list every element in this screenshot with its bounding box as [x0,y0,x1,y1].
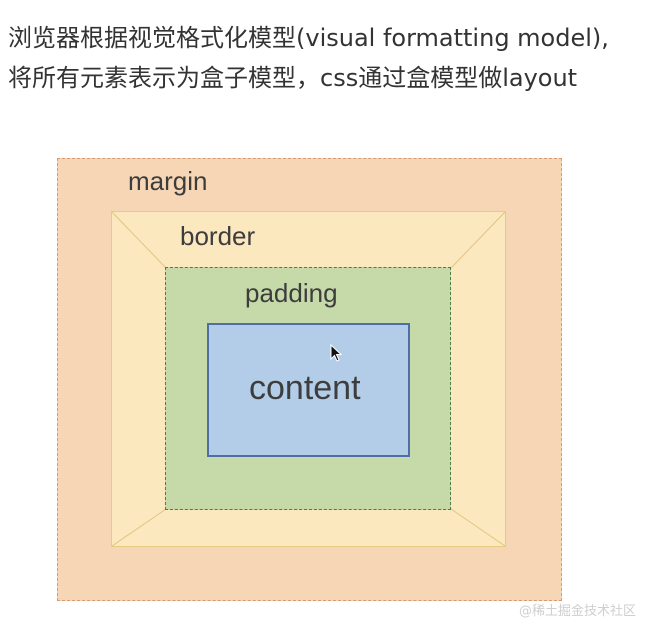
content-area [207,323,410,457]
intro-line-2: 将所有元素表示为盒子模型，css通过盒模型做layout [8,64,578,92]
watermark: @稀土掘金技术社区 [519,604,637,619]
intro-line-1: 浏览器根据视觉格式化模型(visual formatting model), [8,24,609,52]
padding-label: padding [245,278,338,308]
border-label: border [180,221,256,251]
mouse-pointer-icon [330,344,343,362]
margin-label: margin [128,166,208,196]
content-label: content [249,369,361,407]
intro-text: 浏览器根据视觉格式化模型(visual formatting model), 将… [8,18,658,98]
